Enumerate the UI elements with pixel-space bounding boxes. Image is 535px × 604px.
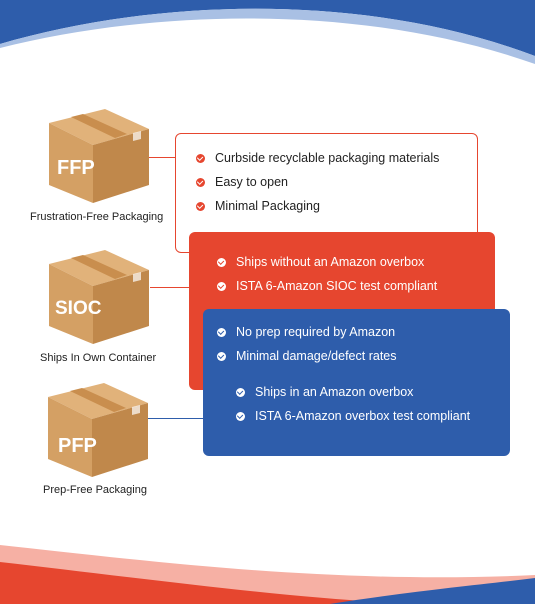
sioc-item: Ships without an Amazon overbox: [217, 255, 424, 269]
pfp-sub-item-text: ISTA 6-Amazon overbox test compliant: [255, 409, 471, 423]
sioc-item: ISTA 6-Amazon SIOC test compliant: [217, 279, 437, 293]
ffp-box: FFP: [47, 107, 151, 205]
box-code-ffp: FFP: [57, 157, 95, 179]
ffp-item-text: Easy to open: [215, 175, 288, 189]
check-icon: [196, 201, 205, 211]
box-icon: [49, 250, 149, 344]
ffp-item-text: Minimal Packaging: [215, 199, 320, 213]
top-light-wave: [0, 8, 535, 64]
box-caption-pfp: Prep-Free Packaging: [43, 484, 147, 496]
box-code-sioc: SIOC: [55, 298, 102, 319]
box-caption-sioc: Ships In Own Container: [40, 352, 157, 364]
check-icon: [236, 411, 245, 421]
sioc-item-text: Ships without an Amazon overbox: [236, 255, 425, 269]
box-code-pfp: PFP: [58, 435, 97, 457]
check-icon: [236, 387, 245, 397]
bottom-blue-wave: [330, 578, 535, 604]
ffp-item-text: Curbside recyclable packaging materials: [215, 151, 440, 165]
ffp-item: Minimal Packaging: [196, 199, 320, 213]
pfp-item: No prep required by Amazon: [217, 325, 395, 339]
pfp-panel: [203, 309, 510, 456]
sioc-item-text: ISTA 6-Amazon SIOC test compliant: [236, 279, 438, 293]
ffp-item: Curbside recyclable packaging materials: [196, 151, 439, 165]
pfp-item-text: No prep required by Amazon: [236, 325, 396, 339]
pfp-box: PFP: [46, 381, 150, 479]
top-blue-wave: [0, 0, 535, 56]
check-icon: [217, 327, 226, 337]
pfp-item-text: Minimal damage/defect rates: [236, 349, 397, 363]
check-icon: [196, 177, 205, 187]
check-icon: [196, 153, 205, 163]
box-caption-ffp: Frustration-Free Packaging: [30, 211, 164, 223]
box-icon: [49, 109, 149, 203]
check-icon: [217, 257, 226, 267]
bottom-red-wave: [0, 562, 420, 604]
pfp-sub-item: ISTA 6-Amazon overbox test compliant: [236, 409, 470, 423]
pfp-connector: [135, 418, 203, 419]
sioc-connector: [150, 287, 190, 288]
pfp-item: Minimal damage/defect rates: [217, 349, 397, 363]
pfp-sub-item-text: Ships in an Amazon overbox: [255, 385, 414, 399]
check-icon: [217, 351, 226, 361]
sioc-box: SIOC: [47, 248, 151, 346]
ffp-item: Easy to open: [196, 175, 288, 189]
box-icon: [48, 383, 148, 477]
check-icon: [217, 281, 226, 291]
ffp-connector: [136, 157, 176, 158]
pfp-sub-item: Ships in an Amazon overbox: [236, 385, 413, 399]
